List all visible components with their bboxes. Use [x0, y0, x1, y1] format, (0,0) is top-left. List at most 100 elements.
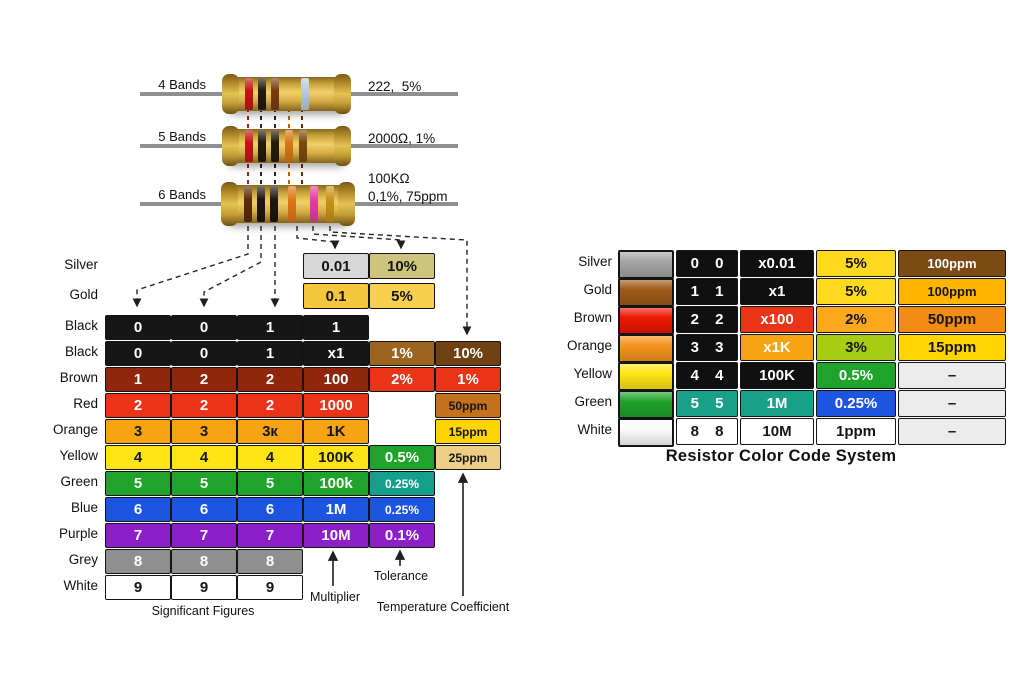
left-table-cell: 3: [171, 419, 237, 444]
left-table-cell: 7: [237, 523, 303, 548]
right-table-cell: 0.5%: [816, 362, 896, 389]
right-table-cell: 1 1: [676, 278, 738, 305]
resistor-color-band: [258, 130, 266, 162]
right-table-cell: x1: [740, 278, 814, 305]
right-table-row-label: Yellow: [573, 366, 612, 381]
right-table-cell: 0.25%: [816, 390, 896, 417]
left-table-cell: 0.01: [303, 253, 369, 279]
right-table-row-label: Orange: [566, 338, 612, 353]
resistor-band-count-label: 6 Bands: [158, 187, 206, 202]
temperature-coefficient-label: Temperature Coefficient: [376, 600, 510, 614]
right-table-cell: –: [898, 418, 1006, 445]
left-table-row-label: Gold: [69, 287, 98, 302]
left-table-cell: 9: [171, 575, 237, 600]
left-table-row-label: Silver: [64, 257, 98, 272]
right-table-cell: 10M: [740, 418, 814, 445]
right-table-cell: 5%: [816, 250, 896, 277]
left-table-cell: 0: [171, 341, 237, 366]
left-table-cell: 8: [105, 549, 171, 574]
right-table-cell: 0 0: [676, 250, 738, 277]
left-table-cell: 3к: [237, 419, 303, 444]
left-table-cell: x1: [303, 341, 369, 366]
left-table-cell: 25ppm: [435, 445, 501, 470]
left-table-cell: 4: [105, 445, 171, 470]
left-table-cell: 1000: [303, 393, 369, 418]
resistor-band-count-label: 5 Bands: [158, 129, 206, 144]
left-table-cell: 5: [237, 471, 303, 496]
right-table-cell: 100ppm: [898, 278, 1006, 305]
right-table-cell: 100K: [740, 362, 814, 389]
left-table-cell: 1K: [303, 419, 369, 444]
right-table-cell: 1ppm: [816, 418, 896, 445]
resistor-body: [225, 77, 348, 111]
resistor-end-cap: [334, 126, 351, 166]
left-table-row-label: Brown: [59, 370, 98, 385]
resistor-color-band: [245, 78, 253, 110]
right-table-cell: x1K: [740, 334, 814, 361]
left-table-cell: 2: [105, 393, 171, 418]
resistor-value: 222, 5%: [368, 79, 422, 94]
resistor-color-band: [326, 186, 334, 222]
left-table-cell: 0.1: [303, 283, 369, 309]
left-table-cell: 100: [303, 367, 369, 392]
right-table-cell: 3 3: [676, 334, 738, 361]
left-table-cell: 10%: [435, 341, 501, 366]
left-table-row-label: Purple: [58, 526, 98, 541]
left-table-cell: 1%: [435, 367, 501, 392]
right-table-cell: 8 8: [676, 418, 738, 445]
resistor-4-bands: [222, 74, 351, 114]
left-table-cell: 1M: [303, 497, 369, 522]
left-table-cell: 4: [171, 445, 237, 470]
resistor-color-band: [244, 186, 252, 222]
right-table-cell: –: [898, 390, 1006, 417]
left-table-cell: 0: [105, 315, 171, 340]
left-table-row-label: Grey: [68, 552, 98, 567]
left-table-cell: 10M: [303, 523, 369, 548]
left-table-cell: 7: [171, 523, 237, 548]
left-table-cell: 0.25%: [369, 471, 435, 496]
right-table-cell: 2%: [816, 306, 896, 333]
right-table-row-label: Green: [574, 394, 612, 409]
left-table-cell: 0: [171, 315, 237, 340]
right-table-cell: x100: [740, 306, 814, 333]
color-swatch: [618, 278, 674, 307]
left-table-row-label: Blue: [70, 500, 98, 515]
left-table-cell: 2: [171, 367, 237, 392]
resistor-color-band: [271, 78, 279, 110]
resistor-end-cap: [222, 126, 239, 166]
right-table-title: Resistor Color Code System: [665, 447, 897, 465]
resistor-6-bands: [221, 182, 355, 226]
left-table-cell: 6: [171, 497, 237, 522]
left-table-cell: 5%: [369, 283, 435, 309]
right-table-row-label: Brown: [573, 310, 612, 325]
right-table-cell: 4 4: [676, 362, 738, 389]
left-table-row-label: Black: [64, 318, 98, 333]
left-table-cell: 2: [171, 393, 237, 418]
left-table-cell: 10%: [369, 253, 435, 279]
left-table-row-label: Yellow: [59, 448, 98, 463]
left-table-cell: 8: [237, 549, 303, 574]
left-table-cell: 1%: [369, 341, 435, 366]
resistor-color-band: [258, 78, 266, 110]
resistor-color-band: [310, 186, 318, 222]
right-table-row-label: White: [577, 422, 612, 437]
resistor-end-cap: [334, 74, 351, 114]
resistor-color-band: [257, 186, 265, 222]
resistor-color-band: [301, 78, 309, 110]
resistor-color-band: [271, 130, 279, 162]
color-swatch: [618, 250, 674, 279]
left-table-cell: 3: [105, 419, 171, 444]
right-table-cell: 1M: [740, 390, 814, 417]
resistor-color-band: [299, 130, 307, 162]
left-table-cell: 50ppm: [435, 393, 501, 418]
right-table-cell: 15ppm: [898, 334, 1006, 361]
left-table-cell: 15ppm: [435, 419, 501, 444]
right-table-cell: 3%: [816, 334, 896, 361]
tolerance-label: Tolerance: [373, 569, 429, 583]
left-table-cell: 100k: [303, 471, 369, 496]
left-table-cell: 6: [237, 497, 303, 522]
left-table-cell: 4: [237, 445, 303, 470]
right-table-cell: –: [898, 362, 1006, 389]
right-table-cell: 2 2: [676, 306, 738, 333]
